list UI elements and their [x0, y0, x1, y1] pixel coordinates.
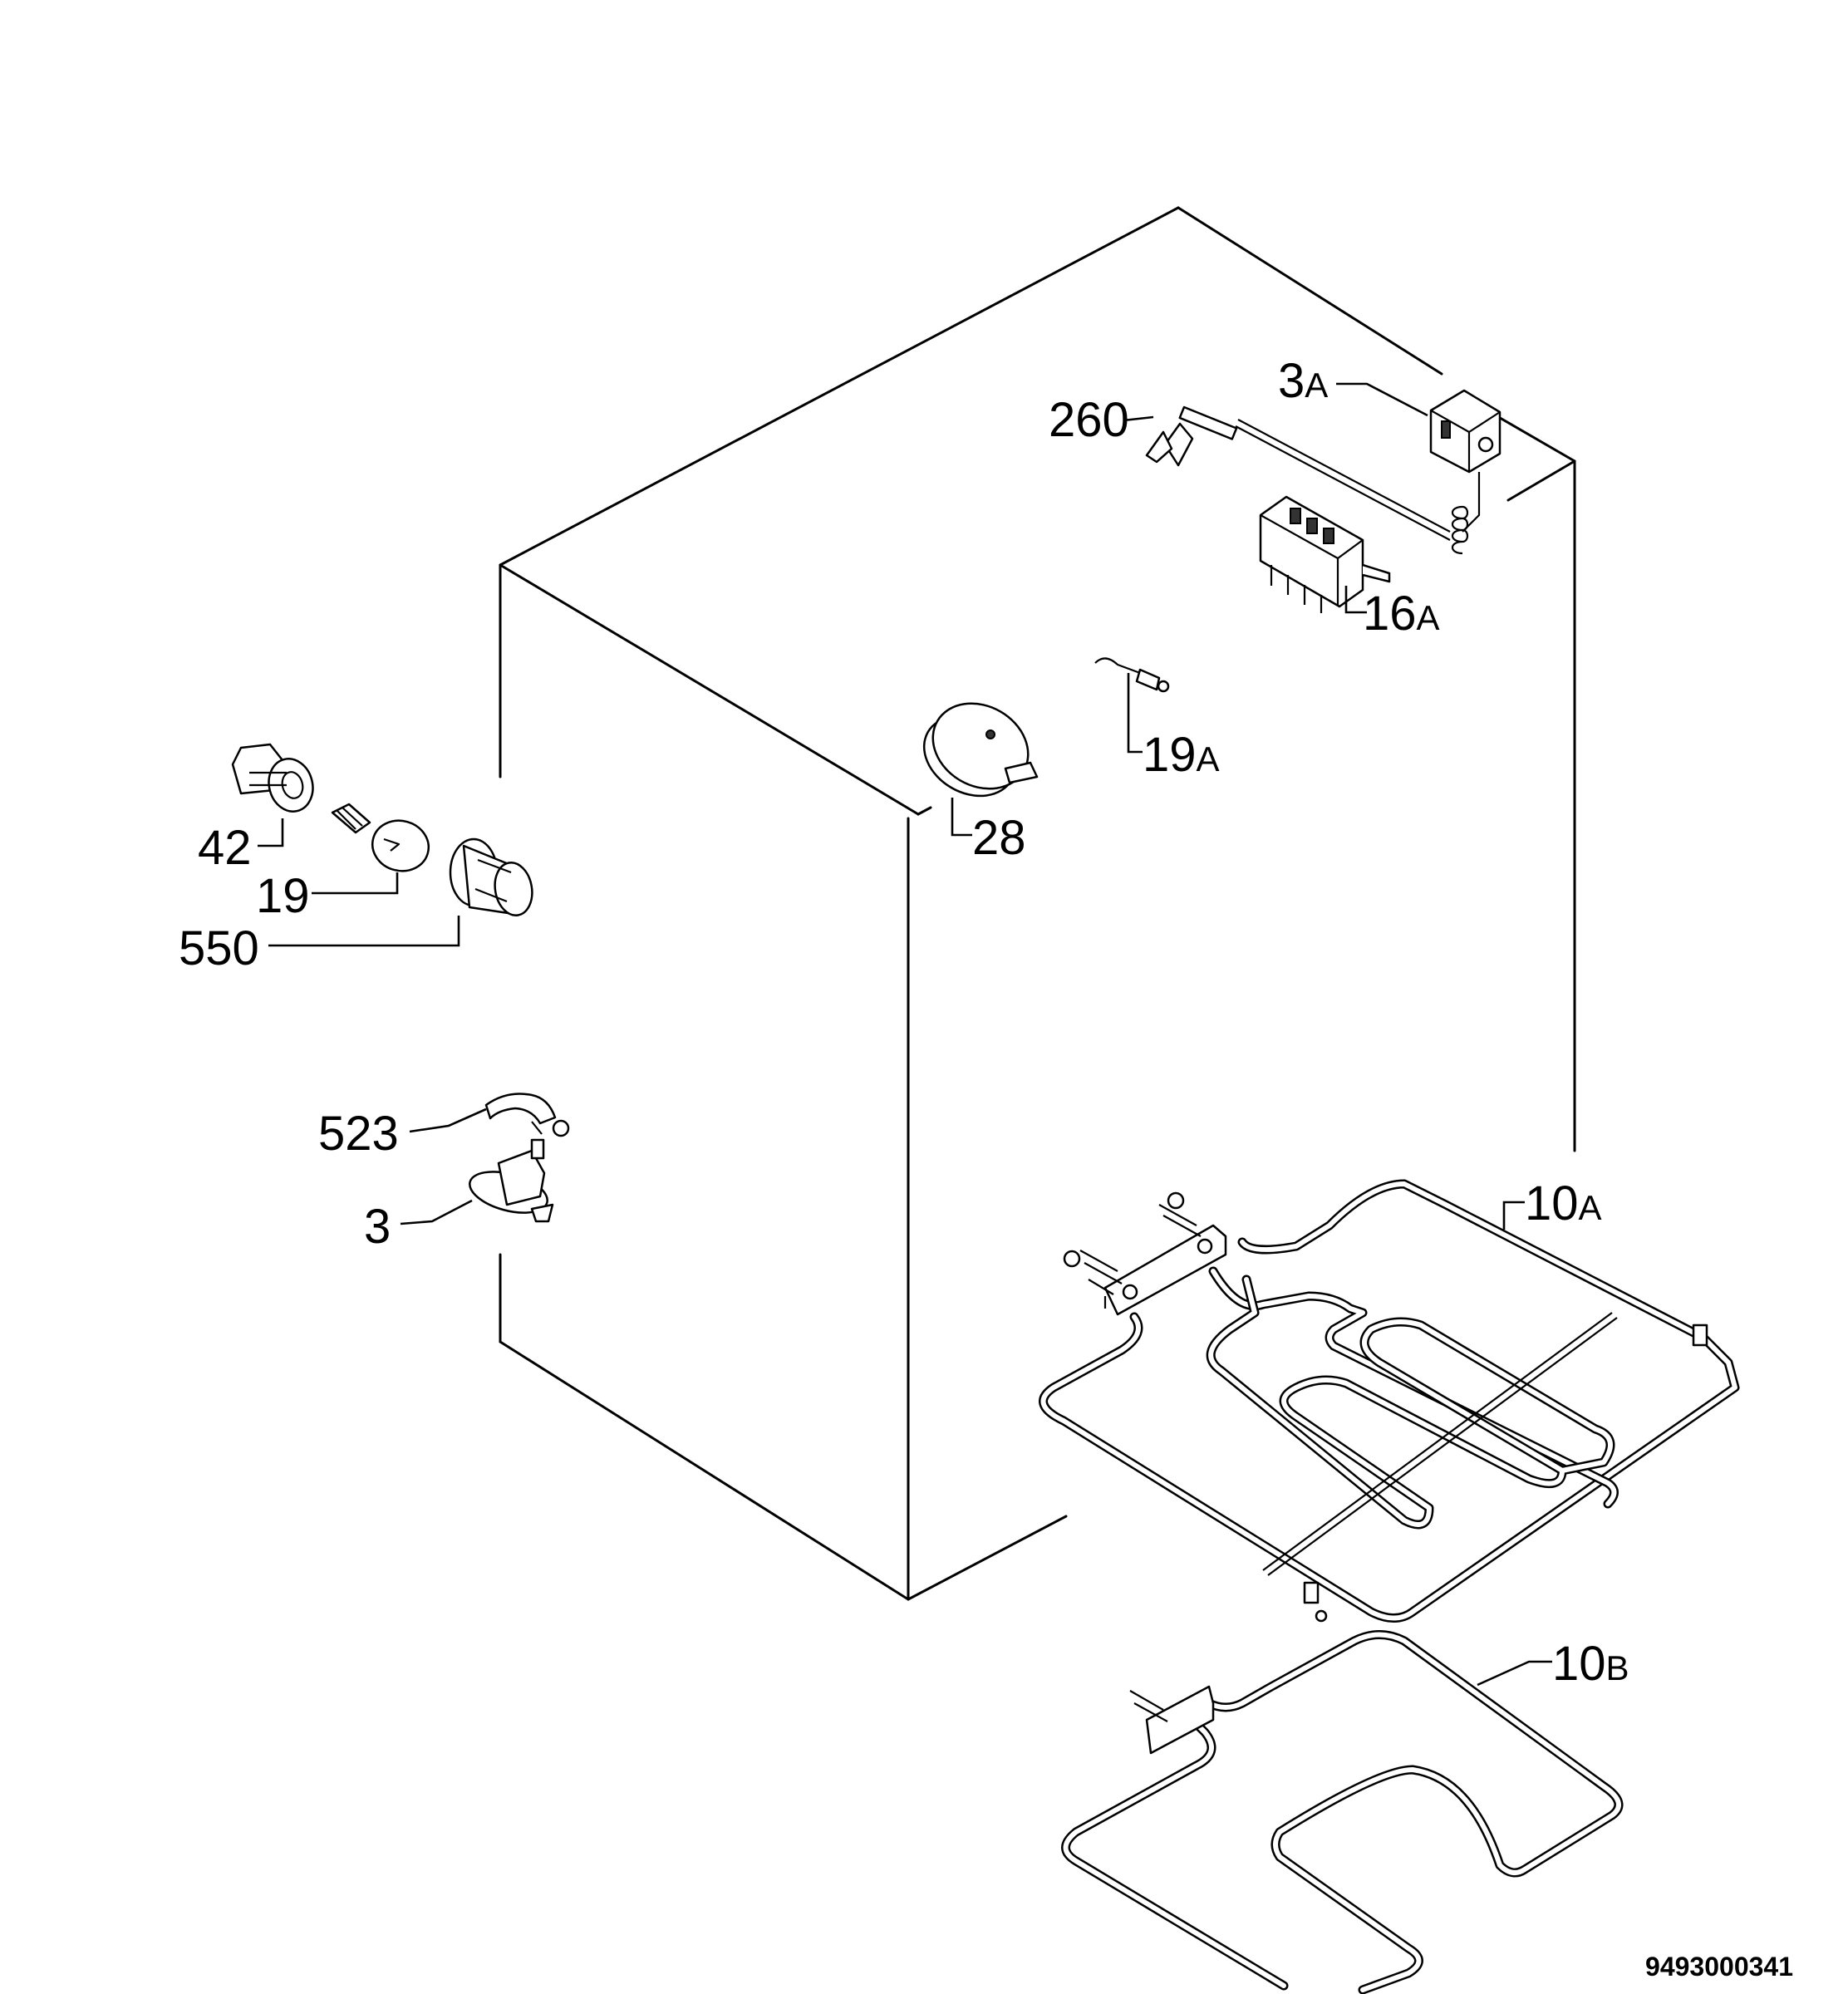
label-28[interactable]: 28 — [972, 811, 1026, 865]
label-10b[interactable]: 10B — [1552, 1637, 1629, 1691]
label-19a[interactable]: 19A — [1143, 728, 1220, 782]
lamp-cover-550[interactable] — [449, 837, 536, 918]
label-260[interactable]: 260 — [1049, 393, 1129, 447]
thermostat-3a[interactable] — [1235, 389, 1502, 555]
label-523[interactable]: 523 — [318, 1107, 399, 1161]
label-10a[interactable]: 10A — [1525, 1176, 1602, 1230]
upper-heating-element-10a[interactable] — [1039, 1179, 1740, 1623]
oven-cabinet-outline — [499, 206, 1576, 1601]
thermal-cutout-3[interactable] — [465, 1138, 554, 1223]
label-3a[interactable]: 3A — [1278, 354, 1328, 408]
label-3[interactable]: 3 — [364, 1200, 391, 1254]
label-16a[interactable]: 16A — [1363, 587, 1440, 641]
selector-switch-16a[interactable] — [1259, 495, 1391, 613]
label-550[interactable]: 550 — [179, 921, 259, 975]
lamp-holder-42[interactable] — [231, 743, 318, 817]
document-number: 9493000341 — [1645, 1952, 1793, 1982]
sensor-19a[interactable] — [1094, 657, 1170, 693]
lamp-bulb-19[interactable] — [331, 803, 435, 877]
part-labels: 3A 260 16A 19A 28 42 19 550 523 3 10A 10… — [179, 354, 1629, 1691]
knob-28[interactable] — [910, 686, 1044, 812]
label-42[interactable]: 42 — [198, 821, 252, 875]
lower-heating-element-10b[interactable] — [1061, 1630, 1624, 1994]
fixing-clip-523[interactable] — [484, 1093, 570, 1137]
leader-lines — [258, 382, 1552, 1687]
label-19[interactable]: 19 — [256, 869, 310, 923]
capillary-clip-260[interactable] — [1145, 405, 1238, 467]
